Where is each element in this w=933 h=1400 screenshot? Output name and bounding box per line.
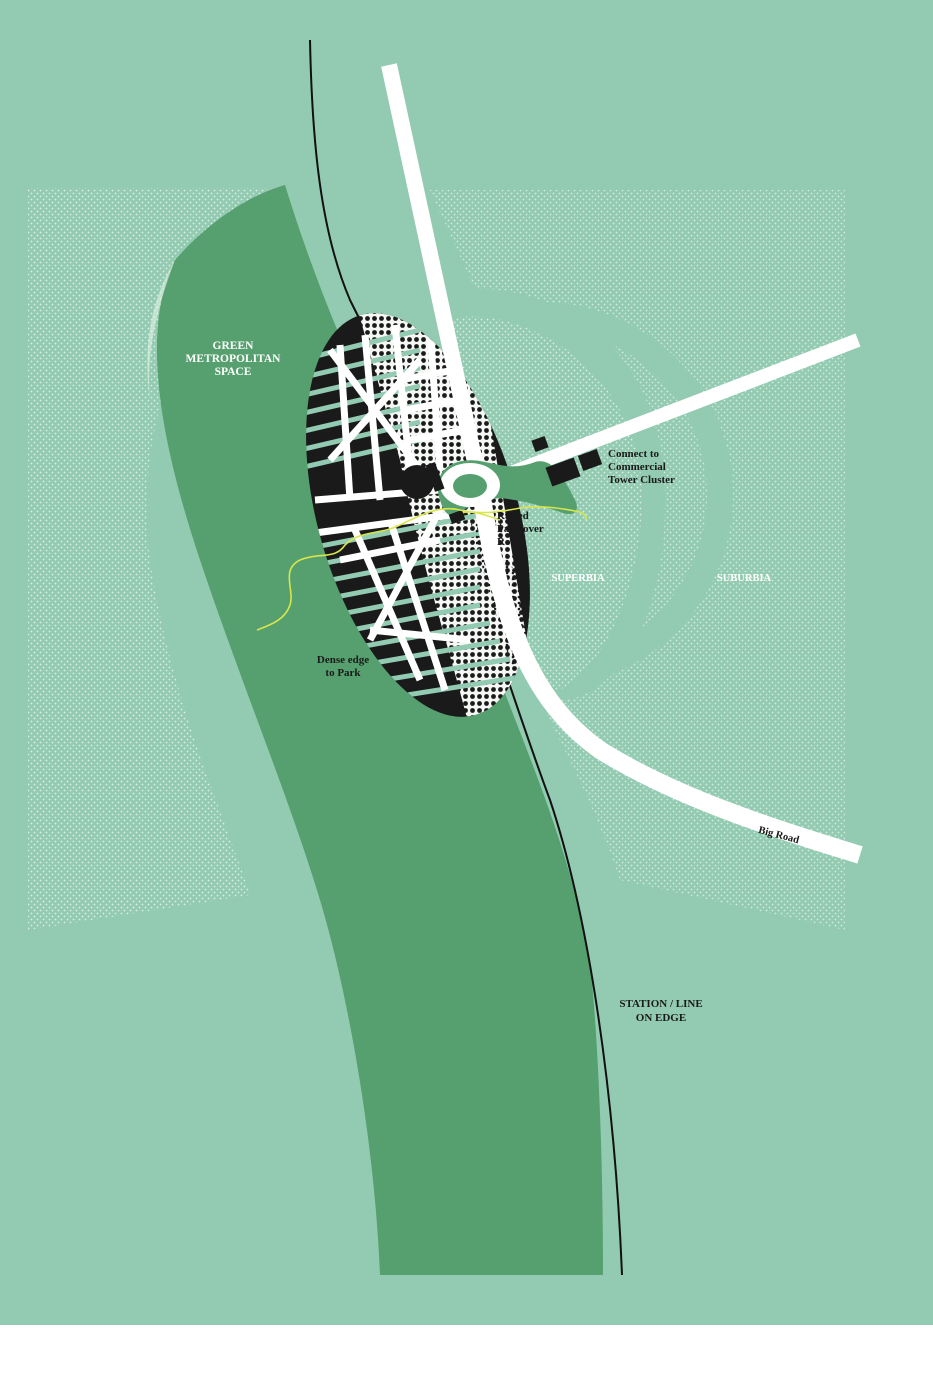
park-edge-highlight — [147, 260, 175, 400]
raised-park-over-road — [437, 460, 577, 521]
green-space-label: GREEN METROPOLITAN SPACE — [186, 340, 282, 378]
green-space-label-line-3: SPACE — [215, 366, 252, 378]
green-metropolitan-space — [156, 185, 603, 1275]
dense-edge-label: Dense edge to Park — [317, 654, 369, 679]
station-label-line-2: ON EDGE — [636, 1012, 686, 1024]
raised-park-label-line-2: Park over — [497, 523, 544, 535]
big-road — [471, 483, 863, 864]
road-network — [381, 63, 863, 864]
dense-edge-label-line-1: Dense edge — [317, 654, 369, 666]
connect-label-line-1: Connect to — [608, 448, 660, 460]
green-space-label-line-2: METROPOLITAN — [186, 353, 282, 365]
raised-park-label-line-1: Raised — [497, 510, 529, 522]
dense-edge-label-line-2: to Park — [325, 667, 361, 679]
station-label-line-1: STATION / LINE — [619, 998, 702, 1010]
superbia-label: SUPERBIA — [551, 573, 605, 584]
commercial-tower-blocks — [425, 435, 603, 525]
north-road — [381, 63, 488, 487]
raised-park-label-line-3: Road — [497, 536, 522, 548]
raised-park-label: Raised Park over Road — [497, 510, 544, 548]
yellow-park-trail — [256, 505, 587, 631]
connect-label: Connect to Commercial Tower Cluster — [608, 448, 675, 486]
connect-label-line-2: Commercial — [608, 461, 666, 473]
green-space-label-line-1: GREEN — [213, 340, 255, 352]
dense-urban-oval — [299, 300, 560, 730]
east-road — [477, 333, 861, 492]
station-label: STATION / LINE ON EDGE — [619, 998, 702, 1024]
connect-label-line-3: Tower Cluster — [608, 474, 675, 486]
station-node — [400, 465, 434, 499]
suburbia-label: SUBURBIA — [717, 573, 772, 584]
